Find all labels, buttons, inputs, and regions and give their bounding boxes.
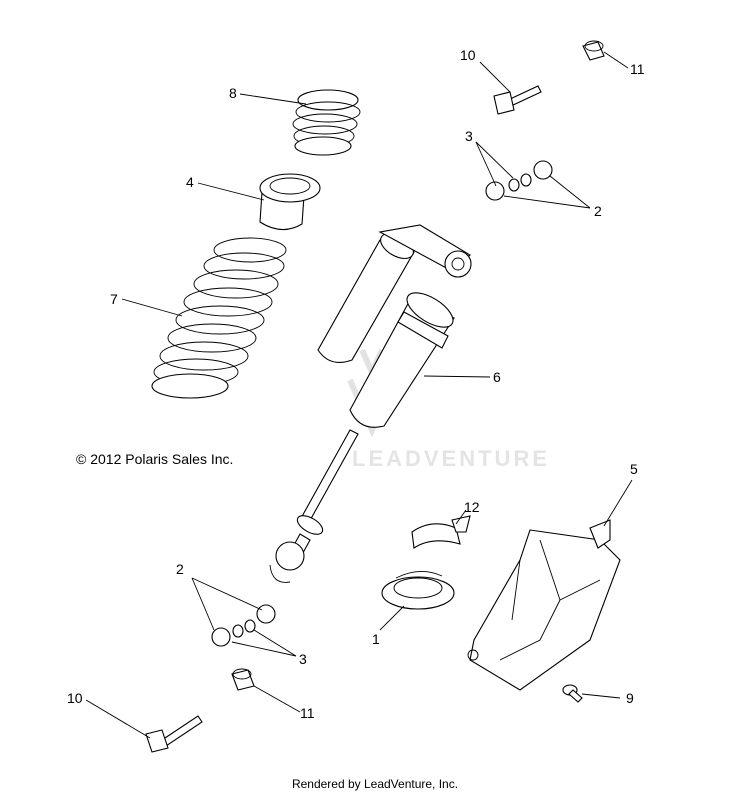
part-11-nut-top [582, 40, 605, 61]
callout-6: 6 [493, 369, 501, 385]
callout-2-bottom: 2 [176, 561, 184, 577]
callout-10-bottom: 10 [67, 690, 83, 706]
part-4-retainer-cup [259, 173, 321, 231]
callout-9: 9 [626, 690, 634, 706]
part-12-clip [411, 515, 471, 549]
copyright-text: © 2012 Polaris Sales Inc. [76, 451, 234, 467]
callout-12: 12 [464, 499, 480, 515]
callout-11-bottom: 11 [300, 705, 315, 721]
part-6-shock-absorber [269, 224, 472, 583]
watermark-text: LEADVENTURE [352, 446, 551, 471]
callout-10-top: 10 [460, 47, 476, 63]
part-10-bolt-top [493, 85, 542, 115]
callout-5: 5 [630, 461, 638, 477]
parts-2-3-bushings-top [485, 160, 553, 201]
part-5-shock-guard [467, 519, 621, 691]
footer-text: Rendered by LeadVenture, Inc. [291, 777, 459, 791]
callout-1: 1 [372, 631, 380, 647]
part-11-nut-bottom [231, 668, 255, 691]
part-8-small-spring [292, 89, 361, 156]
callout-11-top: 11 [630, 61, 645, 77]
callout-8: 8 [229, 85, 237, 101]
callout-3-top: 3 [465, 128, 473, 144]
callout-7: 7 [110, 291, 118, 307]
callout-3-bottom: 3 [299, 651, 307, 667]
leader-lines [85, 51, 633, 739]
part-7-large-spring [151, 237, 287, 399]
part-1-spring-seat [381, 571, 455, 610]
callout-2-top: 2 [594, 203, 602, 219]
part-10-bolt-bottom [145, 715, 203, 753]
parts-2-3-bushings-bottom [211, 604, 276, 647]
callout-4: 4 [186, 174, 194, 190]
part-9-screw [562, 684, 583, 703]
